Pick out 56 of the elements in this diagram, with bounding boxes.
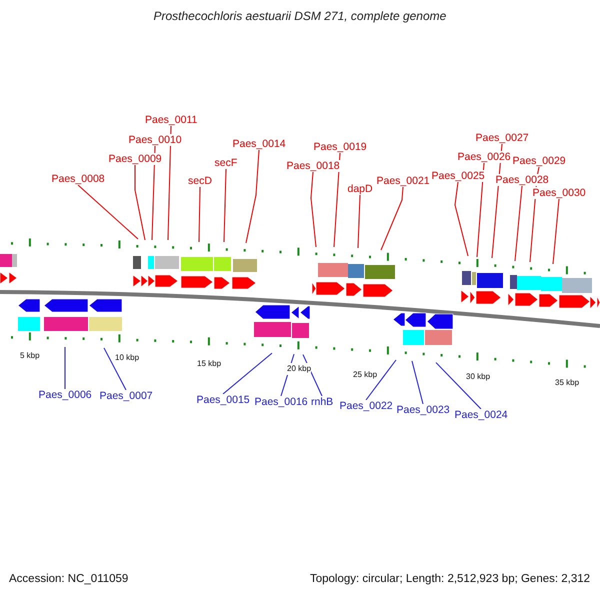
leader-line (380, 186, 404, 250)
leader-line (64, 346, 66, 390)
gene-label: Paes_0022 (340, 400, 393, 412)
gene-label: Paes_0007 (100, 390, 153, 402)
leader-line (198, 186, 200, 242)
leader-line (224, 168, 226, 242)
leader-line (246, 150, 260, 244)
gene-label: Paes_0014 (232, 138, 286, 150)
leader-line (358, 194, 360, 248)
gene-label: Paes_0019 (314, 141, 367, 153)
scale-label: 10 kbp (115, 352, 140, 364)
leader-line (222, 352, 272, 394)
page-title: Prosthecochloris aestuarii DSM 271, complete genome (154, 10, 446, 22)
gene-label: Paes_0028 (496, 174, 549, 186)
scale-label: 5 kbp (20, 350, 40, 362)
scale-label: 20 kbp (287, 363, 312, 375)
gene-label: secF (214, 157, 238, 169)
gene-label: secD (188, 175, 212, 187)
gene-label: dapD (348, 183, 373, 195)
gene-label: Paes_0016 (254, 396, 308, 408)
leader-line (152, 146, 156, 240)
gene-label: Paes_0030 (532, 187, 586, 199)
gene-label: Paes_0021 (376, 175, 430, 187)
gene-label: Paes_0010 (128, 134, 182, 146)
gene-label: Paes_0023 (396, 404, 450, 416)
leader-line (334, 152, 340, 248)
gene-label: rnhB (311, 396, 334, 408)
gene-label: Paes_0015 (196, 394, 250, 406)
leader-line (514, 186, 522, 262)
gene-label: Paes_0025 (432, 170, 485, 182)
leader-line (366, 360, 396, 400)
leader-line (436, 362, 482, 410)
scale-label: 30 kbp (466, 371, 490, 383)
gene-label: Paes_0011 (145, 114, 198, 126)
leader-line (552, 198, 560, 264)
gene-label: Paes_0009 (108, 153, 162, 165)
scale-label: 15 kbp (197, 358, 222, 370)
leader-line (476, 162, 484, 258)
gene-label: Paes_0008 (52, 173, 105, 185)
gene-label: Paes_0024 (454, 409, 508, 421)
accession-text: Accession: NC_011059 (9, 573, 128, 585)
gene-label: Paes_0027 (476, 132, 529, 144)
scale-label: 35 kbp (555, 377, 580, 389)
leader-line (104, 347, 126, 390)
leader-line (134, 164, 146, 240)
leader-line (78, 184, 138, 240)
gene-label: Paes_0018 (286, 160, 340, 172)
scale-label: 25 kbp (353, 369, 378, 381)
leader-line (454, 182, 468, 256)
leader-line (412, 360, 424, 404)
gene-label: Paes_0006 (38, 389, 92, 401)
genome-summary-text: Topology: circular; Length: 2,512,923 bp; Genes: 2,312 (310, 573, 590, 585)
leader-line (310, 172, 316, 248)
leader-line (168, 126, 172, 240)
gene-label: Paes_0026 (458, 151, 511, 163)
gene-label: Paes_0029 (512, 155, 566, 167)
